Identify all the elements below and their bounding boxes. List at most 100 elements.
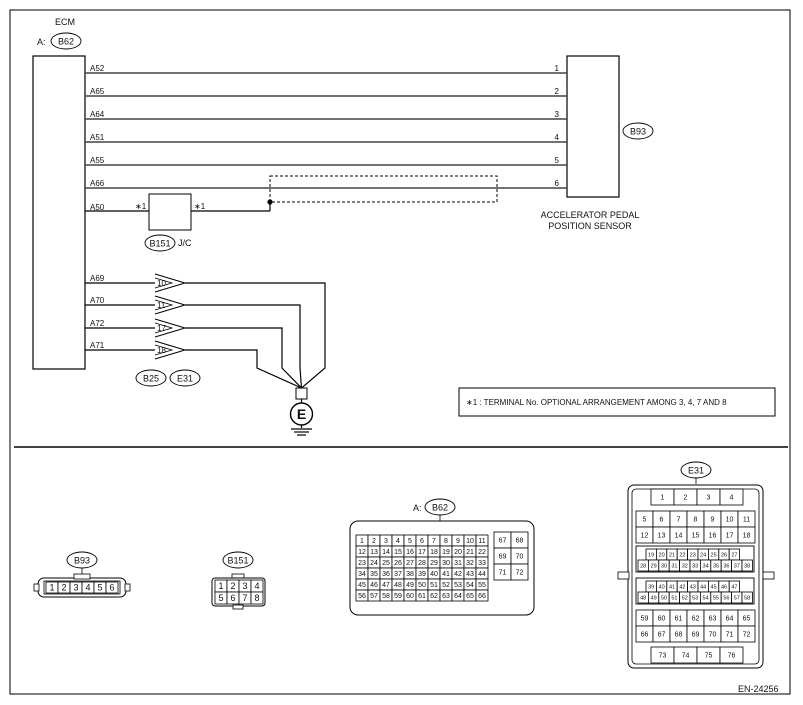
e31-r1-pin-label: 1 bbox=[661, 495, 665, 502]
b93-pin-label: 3 bbox=[73, 583, 78, 593]
e31-r2-pin-label: 9 bbox=[711, 517, 715, 524]
e31-r5-cell bbox=[741, 559, 753, 572]
b62-pin-label: 47 bbox=[382, 582, 390, 589]
b62-pin-label: 4 bbox=[396, 538, 400, 545]
e31-r9-pin-label: 70 bbox=[709, 632, 717, 639]
e31-label: E31 bbox=[688, 466, 704, 476]
e31-r2-pin-label: 5 bbox=[643, 517, 647, 524]
b62-pin-label: 18 bbox=[430, 549, 438, 556]
e31-r7-pin-label: 57 bbox=[734, 595, 740, 601]
b62-pin-label: 50 bbox=[418, 582, 426, 589]
e31-r6-pin-label: 46 bbox=[721, 584, 727, 590]
e31-r9-pin-label: 66 bbox=[641, 632, 649, 639]
e31-r10-cell bbox=[719, 646, 744, 664]
b62-pin-label: 46 bbox=[370, 582, 378, 589]
e31-r6-pin-label: 45 bbox=[711, 584, 717, 590]
ecm-pin-a64: A64 bbox=[90, 110, 105, 119]
e31-r3-pin-label: 18 bbox=[743, 533, 751, 540]
b62-pin-label: 51 bbox=[430, 582, 438, 589]
shield-junction-dot bbox=[267, 199, 273, 205]
e31-r4-pin-label: 23 bbox=[690, 552, 696, 558]
b62-pin-label: 52 bbox=[442, 582, 450, 589]
ecm-pin-a55: A55 bbox=[90, 156, 105, 165]
b93-cell bbox=[105, 581, 119, 594]
e31-r2-pin-label: 11 bbox=[743, 517, 750, 524]
e31-r5-pin-label: 31 bbox=[671, 563, 677, 569]
b62-prefix: A: bbox=[413, 503, 422, 513]
b62-pin-label: 65 bbox=[466, 593, 474, 600]
e31-r5-pin-label: 37 bbox=[734, 563, 740, 569]
b62-pin-label: 1 bbox=[360, 538, 364, 545]
e31-r2-pin-label: 8 bbox=[694, 517, 698, 524]
e31-r4-pin-label: 22 bbox=[679, 552, 685, 558]
b62-pin-label: 12 bbox=[358, 549, 366, 556]
b62-side-pin-label: 70 bbox=[516, 554, 524, 561]
b62-pin-label: 60 bbox=[406, 593, 414, 600]
b151-pin-label: 2 bbox=[230, 581, 235, 591]
b151-pin-label: 1 bbox=[218, 581, 223, 591]
ecm-pin-a71: A71 bbox=[90, 341, 105, 350]
b93-pin-label: 5 bbox=[97, 583, 102, 593]
jc-connector-oval bbox=[144, 234, 176, 252]
b62-pin-label: 30 bbox=[442, 560, 450, 567]
b62-pin-label: 66 bbox=[478, 593, 486, 600]
b93-label: B93 bbox=[74, 556, 90, 566]
b62-pin-label: 35 bbox=[370, 571, 378, 578]
b62-pin-label: 13 bbox=[370, 549, 378, 556]
b62-label: B62 bbox=[432, 503, 448, 513]
b62-side-pin-label: 68 bbox=[516, 538, 524, 545]
b151-pin-label: 4 bbox=[254, 581, 259, 591]
sensor-pin-5: 5 bbox=[555, 156, 560, 165]
b151-pin-label: 6 bbox=[230, 593, 235, 603]
b62-pin-label: 19 bbox=[442, 549, 450, 556]
sensor-connector-label: B93 bbox=[630, 127, 646, 137]
e31-r4-pin-label: 20 bbox=[659, 552, 665, 558]
b151-pin-label: 7 bbox=[242, 593, 247, 603]
e31-r4-pin-label: 27 bbox=[731, 552, 737, 558]
ground-symbol-label: E bbox=[297, 406, 306, 422]
e31-r3-pin-label: 13 bbox=[658, 533, 666, 540]
e31-r7-pin-label: 48 bbox=[640, 595, 646, 601]
b151-oval bbox=[222, 551, 254, 569]
b93-latch bbox=[73, 573, 91, 580]
ground-wire-out bbox=[185, 282, 326, 389]
e31-r2-pin-label: 7 bbox=[677, 517, 681, 524]
e31-r4-pin-label: 24 bbox=[700, 552, 706, 558]
e31-r10-pin-label: 76 bbox=[728, 653, 736, 660]
e31-r1-pin-label: 3 bbox=[707, 495, 711, 502]
outer-frame bbox=[9, 9, 791, 695]
sensor-box bbox=[566, 55, 620, 198]
e31-r5-pin-label: 34 bbox=[703, 563, 709, 569]
e31-r6-pin-label: 41 bbox=[669, 584, 675, 590]
connector-chevron-inner bbox=[154, 344, 174, 356]
ecm-pin-a50: A50 bbox=[90, 203, 105, 212]
b62-pin-label: 57 bbox=[370, 593, 378, 600]
e31-r7-pin-label: 55 bbox=[713, 595, 719, 601]
b62-side-pin-label: 72 bbox=[516, 570, 524, 577]
b62-pin-label: 55 bbox=[478, 582, 486, 589]
e31-r9-cell bbox=[737, 625, 756, 643]
b151-pin-label: 8 bbox=[254, 593, 259, 603]
b62-pin-label: 14 bbox=[382, 549, 390, 556]
b62-pin-label: 5 bbox=[408, 538, 412, 545]
b62-pin-label: 10 bbox=[466, 538, 474, 545]
b62-pin-label: 39 bbox=[418, 571, 426, 578]
b93-left-tab bbox=[33, 583, 40, 592]
e31-r2-pin-label: 6 bbox=[660, 517, 664, 524]
e31-r6-pin-label: 39 bbox=[648, 584, 654, 590]
e31-r3-pin-label: 15 bbox=[692, 533, 700, 540]
jc-connector-label: B151 bbox=[149, 239, 170, 249]
ground-conn-pin-17: 17 bbox=[157, 324, 166, 333]
e31-r9-pin-label: 69 bbox=[692, 632, 700, 639]
e31-r5-pin-label: 28 bbox=[640, 563, 646, 569]
b93-pin-label: 6 bbox=[109, 583, 114, 593]
e31-r5-pin-label: 36 bbox=[723, 563, 729, 569]
figure-id: EN-24256 bbox=[738, 684, 779, 694]
b62-pin-label: 15 bbox=[394, 549, 402, 556]
b62-pin-label: 26 bbox=[394, 560, 402, 567]
e31-r8-pin-label: 60 bbox=[658, 616, 666, 623]
connector-chevron-inner bbox=[154, 277, 174, 289]
